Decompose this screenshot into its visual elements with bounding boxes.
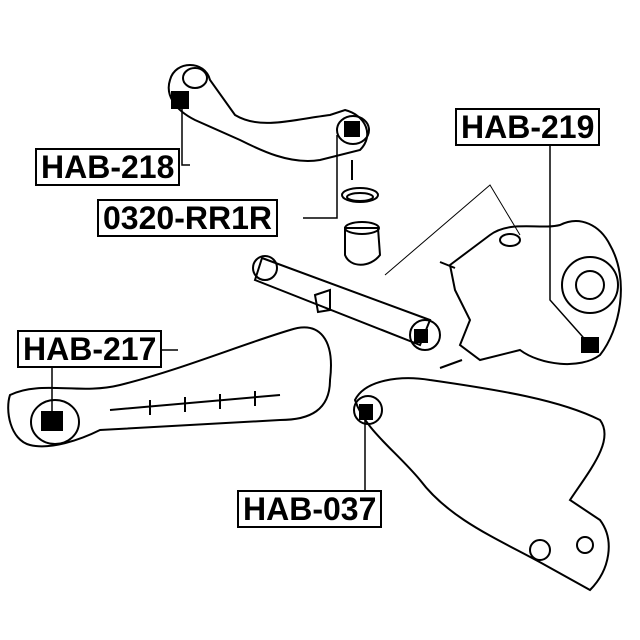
- ball-joint-parts: [341, 160, 382, 266]
- part-label-hab-219: HAB-219: [455, 108, 601, 146]
- part-label-hab-037: HAB-037: [237, 490, 383, 528]
- lateral-link: [252, 255, 441, 351]
- lower-control-arm: [353, 377, 610, 592]
- part-label-0320-rr1r: 0320-RR1R: [97, 199, 278, 237]
- knuckle: [439, 220, 622, 369]
- part-label-hab-218: HAB-218: [35, 148, 181, 186]
- part-label-hab-217: HAB-217: [17, 330, 163, 368]
- trailing-arm: [7, 326, 332, 448]
- upper-control-arm: [167, 64, 370, 162]
